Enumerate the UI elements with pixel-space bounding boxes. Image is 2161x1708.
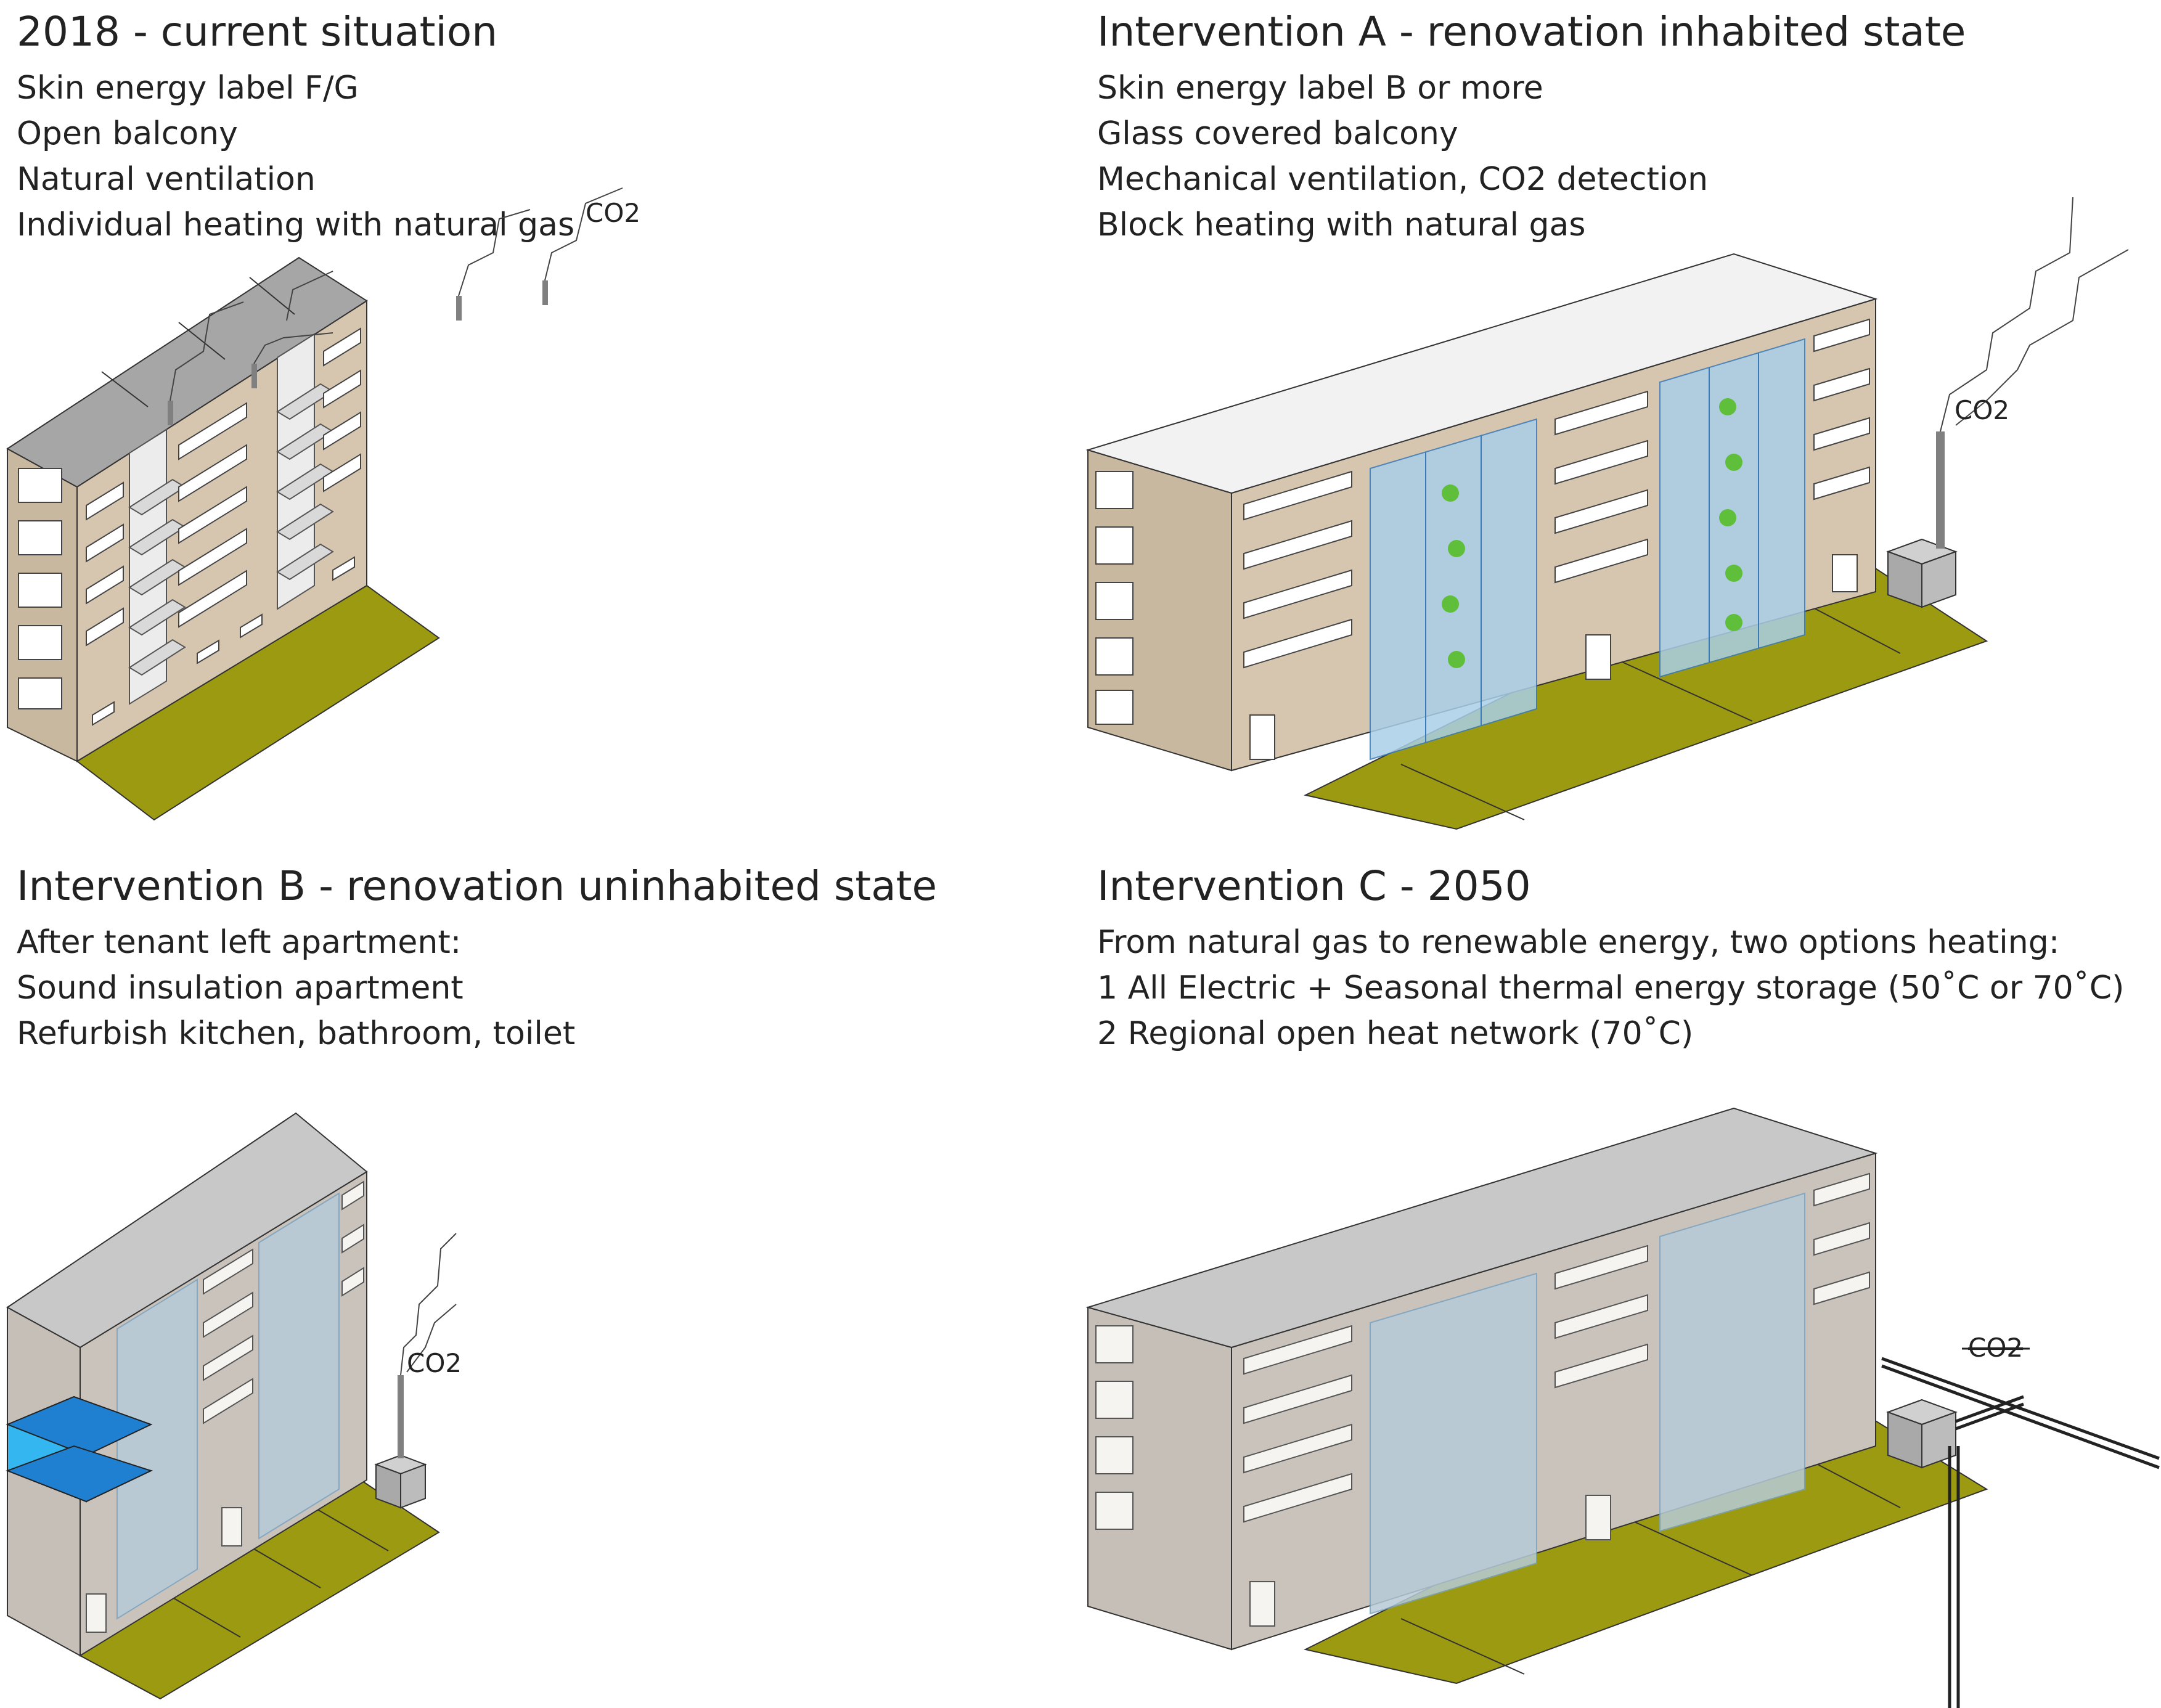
roof: [6, 1112, 368, 1349]
glass-balconies: [1370, 1192, 1805, 1615]
open-balconies: [128, 383, 334, 676]
heat-network-pipes: [1881, 1357, 2160, 1708]
building-illustration: CO2: [6, 187, 640, 821]
building-illustration: CO2: [6, 1112, 462, 1700]
smoke: [170, 187, 623, 401]
heat-pump-unit: [1886, 1399, 1958, 1469]
building-illustration: CO2: [1085, 1107, 2160, 1708]
facade-windows: [1243, 1172, 1870, 1523]
smoke: [400, 1233, 457, 1376]
facade-windows: [203, 1180, 364, 1424]
roof: [1085, 1107, 1878, 1349]
building-illustration: CO2: [1085, 197, 2129, 830]
panel-intervention-a: Intervention A - renovation inhabited st…: [1080, 0, 2161, 854]
chimneys: [168, 280, 548, 425]
roof: [1085, 253, 1878, 494]
facade-windows: [1243, 318, 1870, 669]
smoke: [1940, 197, 2129, 432]
renovated-apartment: [6, 1395, 153, 1503]
block-heating-unit: [374, 1454, 427, 1509]
doors: [1249, 554, 1858, 760]
panel-intervention-b: Intervention B - renovation uninhabited …: [0, 854, 1080, 1708]
chimney: [398, 1375, 404, 1458]
glass-balconies: [116, 1192, 340, 1620]
glass-balconies: [1370, 338, 1805, 761]
co2-label: CO2: [586, 198, 640, 228]
chimney: [1936, 431, 1945, 549]
block-heating-unit: [1886, 538, 1958, 608]
panel-intervention-c: Intervention C - 2050 From natural gas t…: [1080, 854, 2161, 1708]
co2-label: CO2: [1955, 395, 2009, 425]
balcony-plants: [1442, 398, 1742, 668]
panel-current-situation: 2018 - current situation Skin energy lab…: [0, 0, 1080, 854]
facade-windows: [86, 327, 361, 726]
co2-label: CO2: [407, 1348, 462, 1378]
